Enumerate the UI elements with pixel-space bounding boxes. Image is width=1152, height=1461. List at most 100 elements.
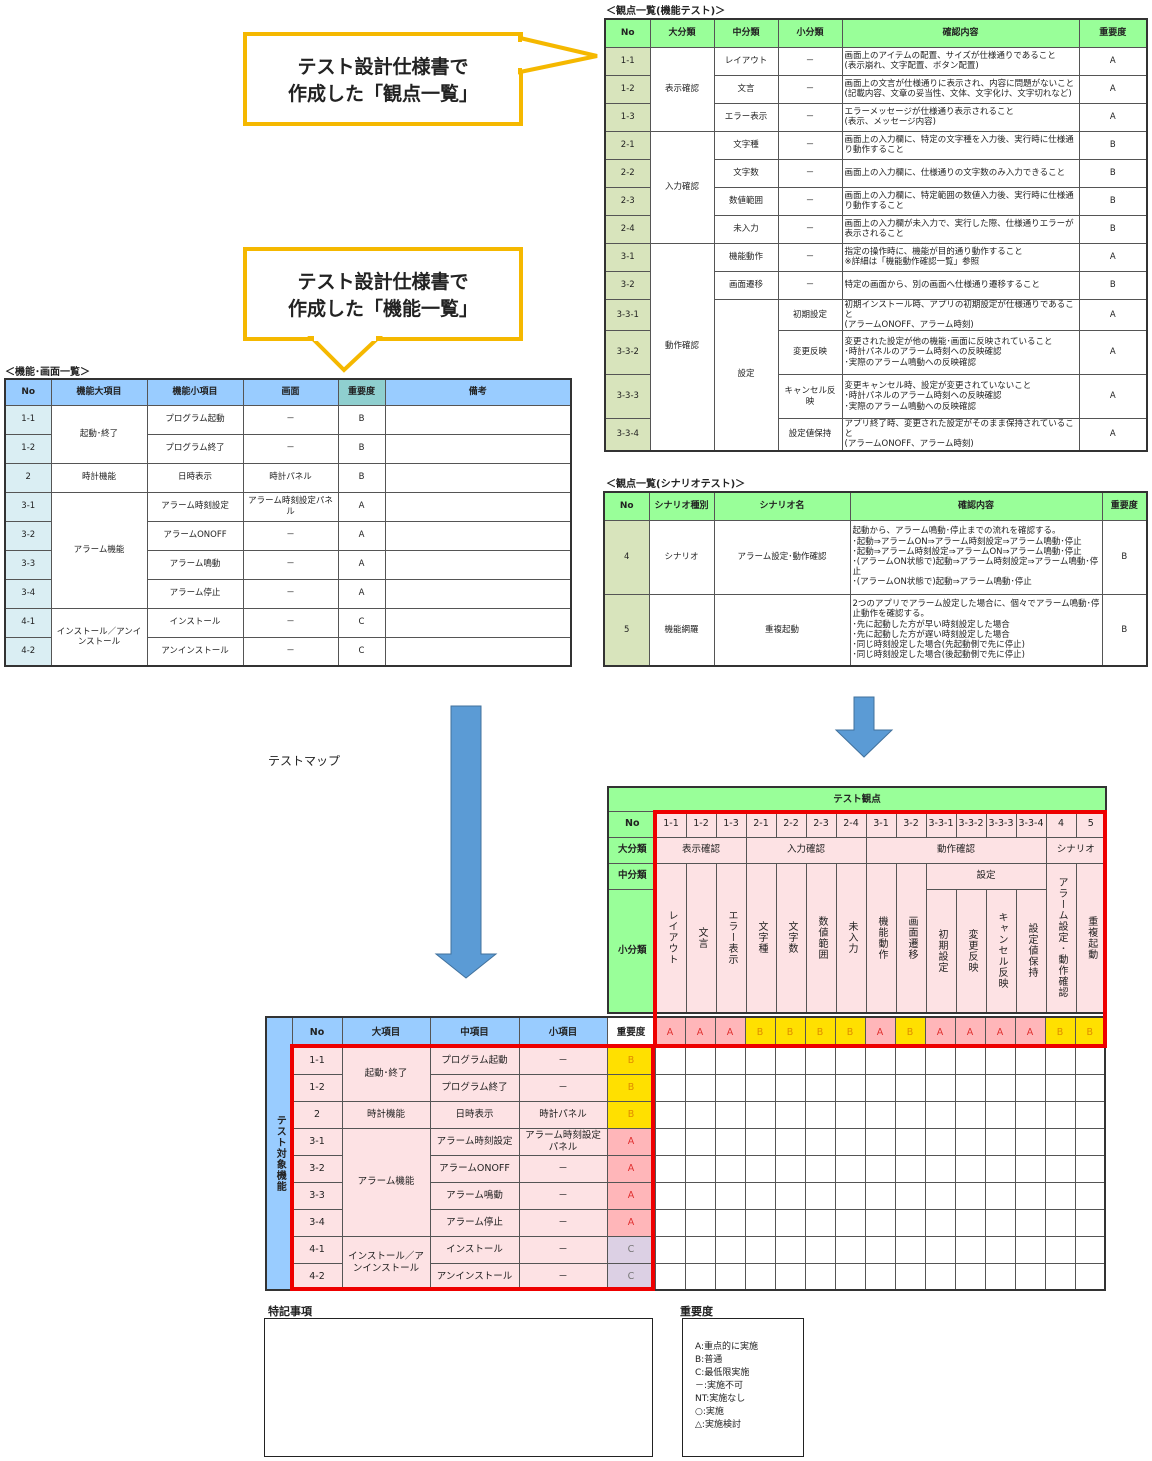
- map-cell[interactable]: [864, 1262, 896, 1291]
- map-cell[interactable]: [1014, 1262, 1046, 1291]
- map-cell[interactable]: [684, 1127, 716, 1156]
- map-cell[interactable]: [1014, 1100, 1046, 1129]
- map-cell[interactable]: [1074, 1127, 1106, 1156]
- map-cell[interactable]: [894, 1127, 926, 1156]
- map-cell[interactable]: [744, 1100, 776, 1129]
- map-cell[interactable]: [654, 1208, 686, 1237]
- map-cell[interactable]: [654, 1073, 686, 1102]
- map-cell[interactable]: [654, 1235, 686, 1264]
- map-cell[interactable]: [744, 1046, 776, 1075]
- map-cell[interactable]: [684, 1262, 716, 1291]
- map-cell[interactable]: [774, 1046, 806, 1075]
- map-cell[interactable]: [654, 1181, 686, 1210]
- map-cell[interactable]: [714, 1208, 746, 1237]
- map-cell[interactable]: [744, 1262, 776, 1291]
- map-cell[interactable]: [1044, 1181, 1076, 1210]
- map-cell[interactable]: [954, 1100, 986, 1129]
- map-cell[interactable]: [1044, 1073, 1076, 1102]
- map-cell[interactable]: [864, 1046, 896, 1075]
- map-cell[interactable]: [834, 1208, 866, 1237]
- map-cell[interactable]: [684, 1100, 716, 1129]
- map-cell[interactable]: [654, 1154, 686, 1183]
- map-cell[interactable]: [1074, 1262, 1106, 1291]
- map-cell[interactable]: [894, 1154, 926, 1183]
- map-cell[interactable]: [924, 1046, 956, 1075]
- map-cell[interactable]: [894, 1073, 926, 1102]
- map-cell[interactable]: [984, 1127, 1016, 1156]
- map-cell[interactable]: [864, 1154, 896, 1183]
- map-cell[interactable]: [744, 1127, 776, 1156]
- map-cell[interactable]: [654, 1262, 686, 1291]
- map-cell[interactable]: [984, 1262, 1016, 1291]
- map-cell[interactable]: [894, 1046, 926, 1075]
- map-cell[interactable]: [804, 1262, 836, 1291]
- map-cell[interactable]: [984, 1181, 1016, 1210]
- map-cell[interactable]: [1044, 1154, 1076, 1183]
- map-cell[interactable]: [984, 1073, 1016, 1102]
- map-cell[interactable]: [774, 1100, 806, 1129]
- map-cell[interactable]: [714, 1073, 746, 1102]
- map-cell[interactable]: [924, 1154, 956, 1183]
- map-cell[interactable]: [894, 1181, 926, 1210]
- map-cell[interactable]: [834, 1154, 866, 1183]
- map-cell[interactable]: [684, 1235, 716, 1264]
- map-cell[interactable]: [1044, 1235, 1076, 1264]
- map-cell[interactable]: [984, 1235, 1016, 1264]
- map-cell[interactable]: [1014, 1154, 1046, 1183]
- map-cell[interactable]: [894, 1208, 926, 1237]
- map-cell[interactable]: [654, 1127, 686, 1156]
- map-cell[interactable]: [1074, 1154, 1106, 1183]
- map-cell[interactable]: [774, 1262, 806, 1291]
- map-cell[interactable]: [774, 1073, 806, 1102]
- map-cell[interactable]: [864, 1073, 896, 1102]
- map-cell[interactable]: [894, 1235, 926, 1264]
- map-cell[interactable]: [954, 1235, 986, 1264]
- map-cell[interactable]: [774, 1181, 806, 1210]
- map-cell[interactable]: [744, 1073, 776, 1102]
- map-cell[interactable]: [1014, 1181, 1046, 1210]
- map-cell[interactable]: [1074, 1181, 1106, 1210]
- map-cell[interactable]: [924, 1208, 956, 1237]
- map-cell[interactable]: [924, 1127, 956, 1156]
- map-cell[interactable]: [744, 1181, 776, 1210]
- map-cell[interactable]: [954, 1154, 986, 1183]
- map-cell[interactable]: [1074, 1046, 1106, 1075]
- map-cell[interactable]: [744, 1208, 776, 1237]
- map-cell[interactable]: [834, 1046, 866, 1075]
- map-cell[interactable]: [714, 1154, 746, 1183]
- map-cell[interactable]: [804, 1100, 836, 1129]
- map-cell[interactable]: [864, 1181, 896, 1210]
- map-cell[interactable]: [954, 1046, 986, 1075]
- map-cell[interactable]: [954, 1208, 986, 1237]
- map-cell[interactable]: [984, 1208, 1016, 1237]
- map-cell[interactable]: [774, 1127, 806, 1156]
- map-cell[interactable]: [684, 1154, 716, 1183]
- map-cell[interactable]: [1074, 1235, 1106, 1264]
- map-cell[interactable]: [804, 1154, 836, 1183]
- map-cell[interactable]: [834, 1127, 866, 1156]
- map-cell[interactable]: [864, 1235, 896, 1264]
- map-cell[interactable]: [684, 1073, 716, 1102]
- map-cell[interactable]: [864, 1127, 896, 1156]
- map-cell[interactable]: [654, 1046, 686, 1075]
- map-cell[interactable]: [924, 1073, 956, 1102]
- map-cell[interactable]: [804, 1046, 836, 1075]
- map-cell[interactable]: [864, 1208, 896, 1237]
- map-cell[interactable]: [684, 1208, 716, 1237]
- map-cell[interactable]: [744, 1235, 776, 1264]
- map-cell[interactable]: [864, 1100, 896, 1129]
- map-cell[interactable]: [954, 1181, 986, 1210]
- map-cell[interactable]: [834, 1100, 866, 1129]
- map-cell[interactable]: [684, 1046, 716, 1075]
- map-cell[interactable]: [894, 1262, 926, 1291]
- map-cell[interactable]: [954, 1127, 986, 1156]
- map-cell[interactable]: [1014, 1235, 1046, 1264]
- map-cell[interactable]: [714, 1100, 746, 1129]
- map-cell[interactable]: [1014, 1208, 1046, 1237]
- map-cell[interactable]: [744, 1154, 776, 1183]
- map-cell[interactable]: [924, 1262, 956, 1291]
- map-cell[interactable]: [1044, 1127, 1076, 1156]
- map-cell[interactable]: [924, 1100, 956, 1129]
- map-cell[interactable]: [1044, 1046, 1076, 1075]
- map-cell[interactable]: [834, 1073, 866, 1102]
